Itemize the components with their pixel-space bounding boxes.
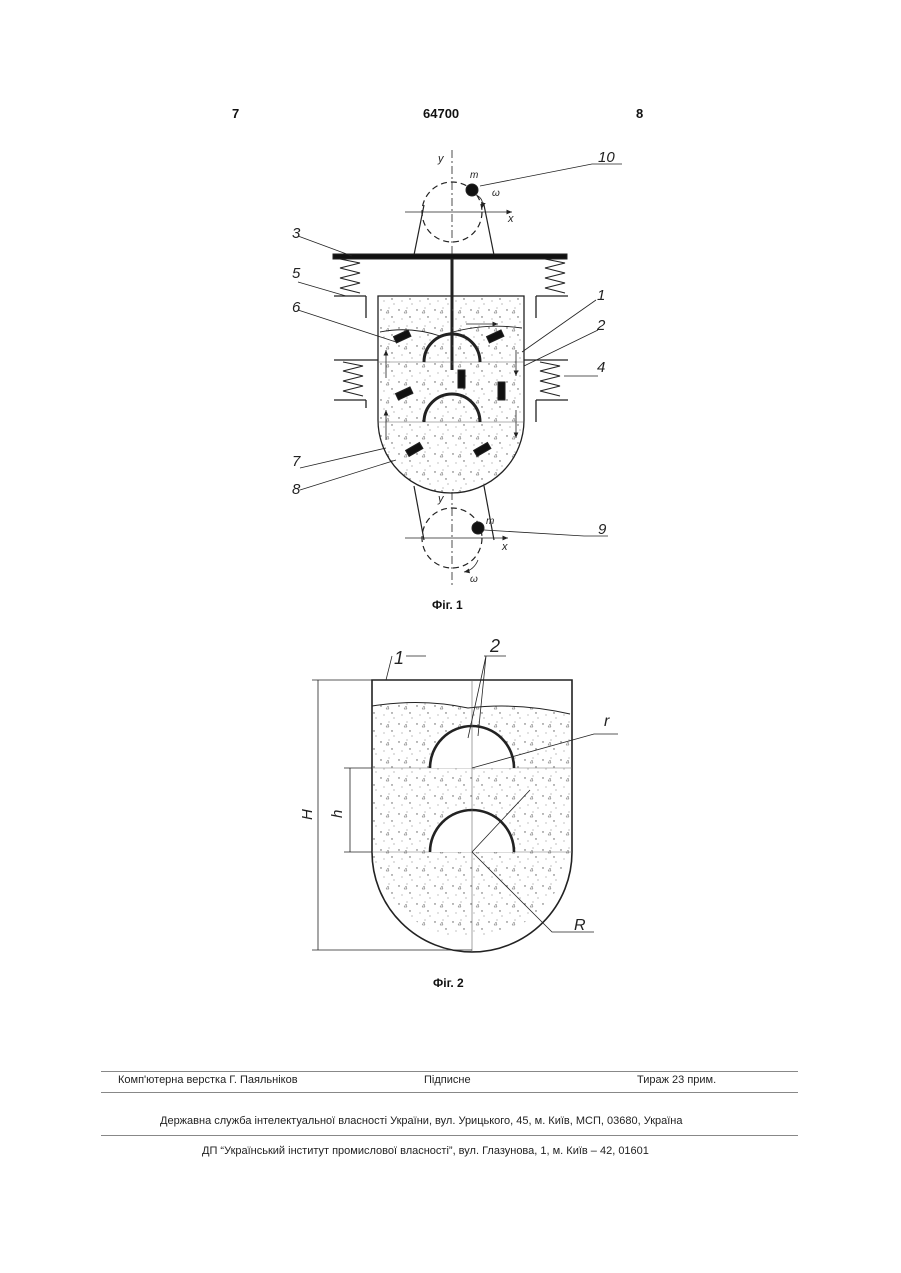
fig1-mass-bottom: m	[486, 516, 494, 527]
fig1-label-2: 2	[596, 317, 606, 334]
fig1-label-9: 9	[598, 521, 607, 538]
bottom-unbalanced-mass	[472, 522, 484, 534]
footer-agency: Державна служба інтелектуальної власност…	[160, 1115, 683, 1127]
fig1-axis-x-top: x	[507, 213, 514, 225]
fig2-label-h: h	[329, 810, 346, 818]
top-vibrator	[405, 150, 512, 260]
patent-drawings: y x m ω y x m ω 10 3 5 6 1 2 4 7 8 9	[0, 0, 901, 1000]
bottom-vibrator	[405, 486, 508, 585]
fig1-omega-top: ω	[492, 188, 500, 199]
footer-institute: ДП “Український інститут промислової вла…	[202, 1145, 649, 1157]
footer-layout-credit: Комп'ютерна верстка Г. Паяльніков	[118, 1074, 298, 1086]
footer-circulation: Тираж 23 прим.	[637, 1074, 716, 1086]
fig1-label-7: 7	[292, 453, 301, 470]
fig2-label-2: 2	[489, 636, 500, 656]
fig1-axis-x-bottom: x	[501, 541, 508, 553]
fig1-label-6: 6	[292, 299, 301, 316]
fig2-label-H: H	[299, 809, 316, 820]
fig1-label-10: 10	[598, 149, 615, 166]
fig2-caption: Фіг. 2	[433, 976, 464, 990]
footer-divider-1	[101, 1071, 798, 1072]
fig1-axis-y-bottom: y	[437, 493, 445, 505]
figure-2: 1 2 r R H h	[299, 636, 618, 952]
fig1-axis-y-top: y	[437, 153, 445, 165]
top-plate	[333, 254, 567, 259]
fig1-omega-bottom: ω	[470, 574, 478, 585]
fig2-label-R: R	[574, 917, 586, 934]
footer-divider-2	[101, 1092, 798, 1093]
figure-1: y x m ω y x m ω 10 3 5 6 1 2 4 7 8 9	[292, 149, 622, 585]
fig1-label-1: 1	[597, 287, 605, 304]
container	[378, 296, 524, 493]
fig1-mass-top: m	[470, 170, 478, 181]
fig1-label-4: 4	[597, 359, 605, 376]
fig1-label-5: 5	[292, 265, 301, 282]
footer-divider-3	[101, 1135, 798, 1136]
top-unbalanced-mass	[466, 184, 478, 196]
fig1-caption: Фіг. 1	[432, 598, 463, 612]
fig2-label-r: r	[604, 713, 610, 730]
fig1-label-3: 3	[292, 225, 301, 242]
fig2-label-1: 1	[394, 648, 404, 668]
fig1-label-8: 8	[292, 481, 301, 498]
footer-signed: Підписне	[424, 1074, 471, 1086]
